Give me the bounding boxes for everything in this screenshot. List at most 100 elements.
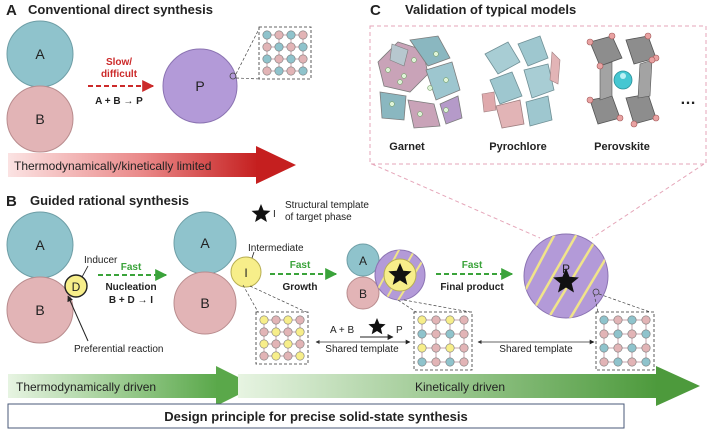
slow-label-line1: Slow/	[106, 57, 132, 68]
reactant-b-label: B	[35, 111, 44, 127]
preferential-caption: Preferential reaction	[74, 344, 164, 355]
lattice-atom	[417, 357, 427, 367]
step1-name: Nucleation	[105, 282, 156, 293]
lattice-atom	[286, 30, 296, 40]
lattice-atom	[417, 329, 427, 339]
intermediate-i-label: I	[244, 266, 247, 280]
kinetic-arrow-body	[238, 374, 658, 398]
lattice-atom	[259, 315, 269, 325]
limited-arrow-body	[8, 153, 258, 177]
thermo-arrow-body	[8, 374, 218, 398]
guided-a-label: A	[35, 237, 45, 253]
intermediate-b-label: B	[200, 295, 209, 311]
slow-label-line2: difficult	[101, 69, 138, 80]
lattice-atom	[295, 339, 305, 349]
lattice-atom	[431, 343, 441, 353]
limited-arrow-head	[256, 146, 296, 184]
growth-star-icon	[388, 263, 412, 285]
model-garnet-label: Garnet	[389, 141, 425, 153]
panel-b-title: Guided rational synthesis	[30, 193, 189, 208]
inducer-d-circle	[64, 274, 88, 298]
lattice-atom	[627, 343, 637, 353]
panel-b-letter: B	[6, 193, 17, 210]
intermediate-caption: Intermediate	[248, 243, 304, 254]
kinetic-arrow-label: Kinetically driven	[415, 380, 505, 394]
lattice-atom	[599, 329, 609, 339]
lattice-atom	[274, 30, 284, 40]
template-star-icon	[251, 204, 271, 222]
lattice-atom	[298, 30, 308, 40]
lattice-atom	[274, 66, 284, 76]
guided-b-circle	[6, 276, 74, 344]
lattice-atom	[445, 343, 455, 353]
final-lattice-inset	[595, 311, 655, 371]
lattice-atom	[274, 42, 284, 52]
growth-b-circle	[346, 276, 380, 310]
more-models-ellipsis: …	[680, 91, 696, 108]
thermo-arrow-head	[216, 366, 256, 406]
panel-a-title: Conventional direct synthesis	[28, 2, 213, 17]
zoom-line-bottom	[235, 77, 261, 80]
lattice-atom	[613, 329, 623, 339]
lattice-atom	[431, 329, 441, 339]
lattice-atom	[417, 343, 427, 353]
zoom-line-p1	[593, 293, 599, 313]
lattice-atom	[459, 343, 469, 353]
intermediate-pointer	[251, 251, 255, 259]
step1-reaction: B + D → I	[109, 295, 153, 306]
lattice-atom	[286, 66, 296, 76]
lattice-atom	[298, 42, 308, 52]
limited-arrow-label: Thermodynamically/kinetically limited	[14, 159, 211, 173]
lattice-atom	[295, 351, 305, 361]
lattice-atom	[431, 315, 441, 325]
lattice-atom	[271, 351, 281, 361]
growth-a-circle	[346, 243, 380, 277]
pyrochlore-structure	[481, 35, 561, 129]
product-p-circle	[162, 48, 238, 124]
reaction-star-icon	[368, 318, 386, 335]
lattice-atom	[259, 351, 269, 361]
intermediate-a-label: A	[200, 235, 210, 251]
lattice-atom	[262, 42, 272, 52]
growth-a-label: A	[359, 254, 367, 268]
product-p-label: P	[195, 78, 204, 94]
lattice-atom	[459, 357, 469, 367]
growth-b-label: B	[359, 287, 367, 301]
lattice-atom	[298, 54, 308, 64]
inducer-pointer	[81, 265, 89, 278]
guided-b-label: B	[35, 302, 44, 318]
zoom-line-g2	[403, 299, 471, 313]
final-star-icon	[553, 268, 579, 293]
zoom-line-top	[235, 26, 261, 75]
lattice-atom	[274, 54, 284, 64]
lattice-atom	[459, 329, 469, 339]
legend-symbol: I	[273, 209, 276, 220]
model-pyrochlore-label: Pyrochlore	[489, 141, 546, 153]
direct-reaction-equation: A + B → P	[95, 96, 143, 107]
principle-box	[7, 403, 625, 429]
lattice-atom	[271, 327, 281, 337]
intermediate-lattice-inset	[255, 311, 309, 365]
lattice-atom	[599, 315, 609, 325]
lattice-atom	[445, 357, 455, 367]
funnel-line-right	[591, 163, 705, 239]
inducer-d-label: D	[72, 280, 81, 294]
step1-fast: Fast	[121, 262, 142, 273]
final-zoom-spot	[592, 288, 600, 296]
principle-text: Design principle for precise solid-state…	[164, 409, 467, 424]
reactant-b-circle	[6, 85, 74, 153]
perovskite-structure	[586, 32, 660, 128]
step3-fast: Fast	[462, 260, 483, 271]
zoom-line-p2	[598, 293, 651, 313]
lattice-atom	[459, 315, 469, 325]
kinetic-arrow-head	[656, 366, 700, 406]
final-product-label: P	[562, 262, 570, 276]
lattice-atom	[613, 343, 623, 353]
lattice-atom	[613, 315, 623, 325]
lattice-atom	[283, 339, 293, 349]
lattice-atom	[417, 315, 427, 325]
thermo-arrow-label: Thermodynamically driven	[16, 380, 156, 394]
reactant-a-label: A	[35, 46, 45, 62]
shared-template-label-2: Shared template	[499, 344, 573, 355]
